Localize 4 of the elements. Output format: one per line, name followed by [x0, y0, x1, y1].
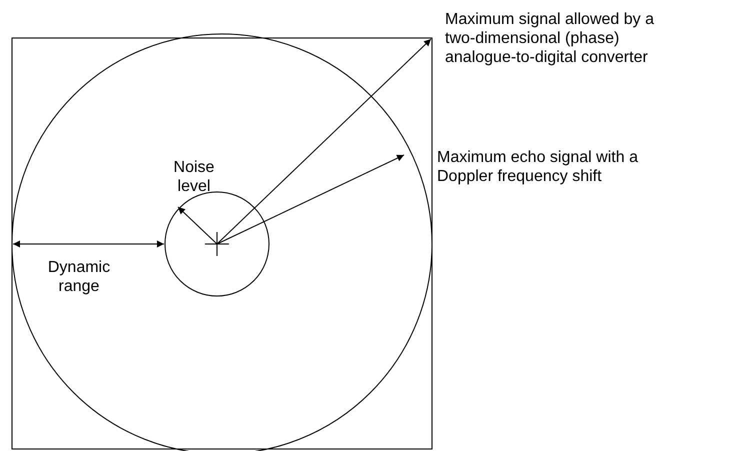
callout-text: Maximum signal allowed by a two-dimensional (phase) analogue-to-digital converter	[445, 10, 655, 67]
callout-text: Noise level	[172, 158, 216, 196]
dimension-label: Dynamic range	[46, 258, 112, 296]
callout-text: Maximum echo signal with a Doppler frequency shift	[437, 148, 639, 186]
